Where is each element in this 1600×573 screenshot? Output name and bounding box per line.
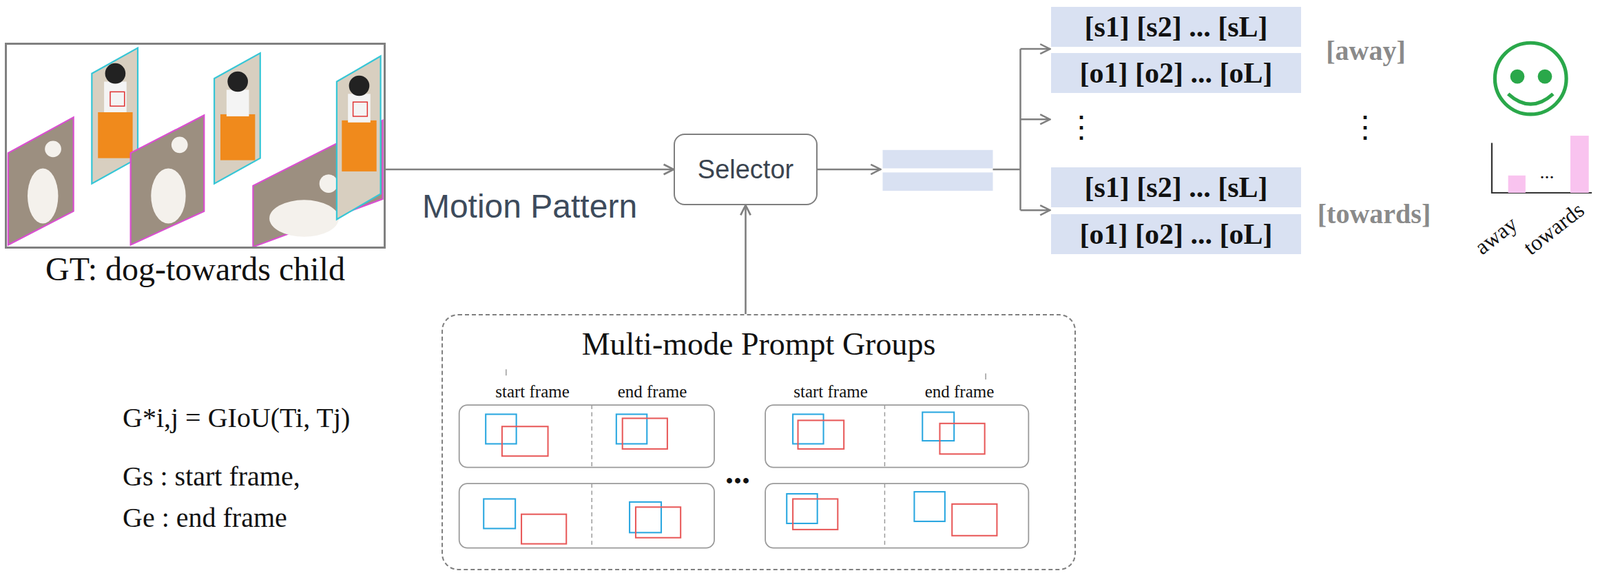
node-text: [o1] [o2] ... [oL] [1079,56,1273,90]
art-line [591,404,593,467]
photo-strip [8,48,383,248]
art-path [817,168,881,171]
node-text: [o1] [o2] ... [oL] [1079,217,1273,251]
art-path [1020,209,1051,212]
art-ellipse [27,168,58,224]
art-rect [798,420,845,449]
ellipsis-mark: ⋮ [1066,110,1097,144]
art-group [8,42,1592,548]
art-rect [622,418,668,449]
prompt-groups [459,369,1030,548]
class-label: [away] [1325,35,1406,67]
connector-arrow [744,205,747,315]
art-path [1508,93,1554,105]
art-path [992,168,1021,171]
art-line [884,404,886,467]
prompt-group-panel: Multi-mode Prompt Groups [441,314,1076,571]
art-rect [765,404,1029,467]
node-text: [s1] [s2] ... [sL] [1084,10,1269,44]
art-rect [1570,135,1589,193]
art-rect [951,504,997,536]
formula: Ge : end frame [122,502,288,534]
art-circle [44,140,62,158]
art-rect [347,93,371,122]
art-rect [459,483,715,548]
frame-label: start frame [793,382,868,402]
connector-arrow [385,168,674,171]
axis-label: away [1470,211,1523,259]
art-rect [635,506,681,538]
formula: Gs : start frame, [122,461,301,492]
token-band: [s1] [s2] ... [sL] [1051,167,1302,208]
art-rect [97,112,133,159]
art-path [1020,48,1051,51]
axis-label: towards [1518,197,1589,260]
frame-label: end frame [925,382,995,402]
art-rect [913,491,945,522]
art-rect [485,413,516,444]
art-polygon [214,53,261,184]
art-rect [104,81,127,113]
art-circle [349,75,370,97]
art-rect [939,423,985,454]
art-rect [459,404,715,467]
art-rect [521,514,567,545]
formula: G*i,j = GIoU(Ti, Tj) [122,402,350,434]
art-circle [105,63,127,85]
class-label: [towards] [1317,199,1431,230]
art-circle [1494,42,1567,115]
art-circle [319,174,339,193]
art-rect [792,498,838,529]
art-ellipse [269,199,339,237]
art-rect [765,483,1029,548]
image-panel: GT: dog-towards child [4,42,386,288]
token-band: [s1] [s2] ... [sL] [1051,6,1302,47]
ellipsis-mark: ... [1540,161,1555,184]
art-rect [226,89,250,117]
art-polygon [130,115,205,245]
frame-label: start frame [495,382,570,402]
art-rect [502,426,549,456]
token-band: [o1] [o2] ... [oL] [1051,53,1302,93]
bar-chart [1491,135,1592,193]
node-text: GT: dog-towards child [4,251,386,288]
selector-output [817,48,1051,211]
token-band: [o1] [o2] ... [oL] [1051,214,1302,255]
frame-label: end frame [617,382,688,402]
image-frame [4,42,386,249]
art-line [984,373,986,380]
art-polygon [8,117,74,245]
smiley-face [1494,42,1567,115]
art-circle [227,71,248,93]
art-line [505,369,507,376]
art-rect [110,91,125,107]
art-path [1020,118,1051,121]
art-rect [353,101,368,117]
art-line [591,483,593,548]
art-rect [1508,175,1526,193]
selector-box: Selector [673,133,818,206]
ellipsis-mark: ⋮ [1349,110,1381,144]
art-rect [341,120,377,172]
node-text: Selector [697,154,794,185]
art-polygon [336,55,381,220]
edge-label: Motion Pattern [419,188,640,226]
node-text: [s1] [s2] ... [sL] [1084,170,1269,204]
art-rect [483,498,516,529]
node-text: Multi-mode Prompt Groups [442,326,1075,363]
art-circle [1538,69,1553,85]
art-path [1019,48,1022,211]
ellipsis-mark: ... [725,454,751,492]
art-line [884,483,886,548]
art-rect [882,150,993,169]
art-rect [220,114,255,161]
art-rect [882,172,993,191]
art-rect [922,412,954,441]
art-circle [171,137,189,154]
art-circle [1510,69,1525,85]
art-ellipse [150,168,186,224]
